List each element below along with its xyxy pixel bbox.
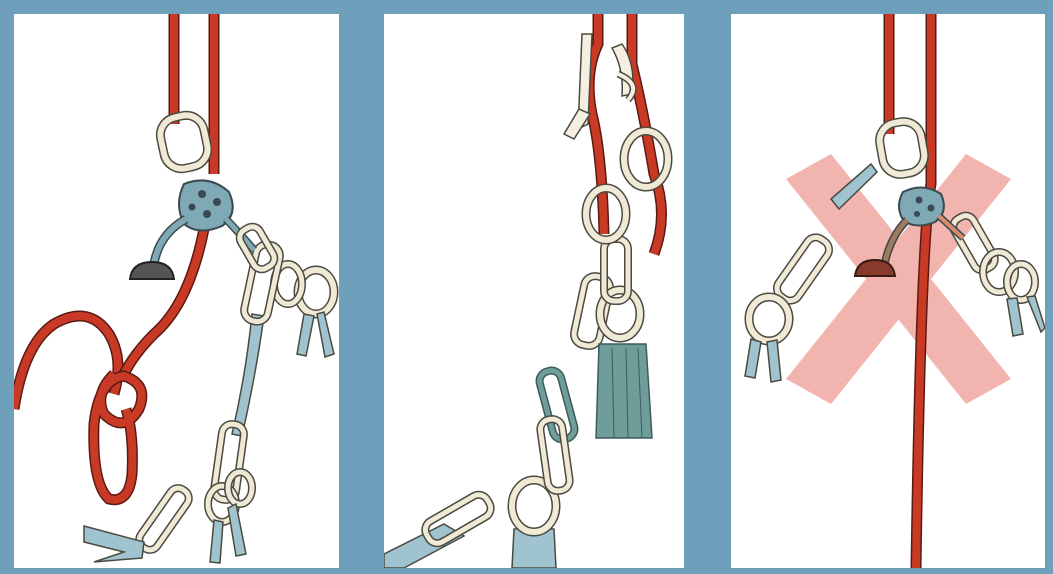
tassel-sling xyxy=(596,344,652,438)
belay-device xyxy=(130,180,278,279)
panel-3 xyxy=(731,14,1045,568)
forbidden-x-mark xyxy=(786,154,1011,404)
anchor-chain-right xyxy=(274,264,334,357)
lower-slings xyxy=(384,480,556,568)
loose-rope-with-knot xyxy=(14,229,204,500)
panel-1 xyxy=(14,14,339,568)
anchor-rings xyxy=(564,14,668,254)
panel-2-illustration xyxy=(384,14,684,568)
master-carabiner xyxy=(157,112,211,172)
panel-1-illustration xyxy=(14,14,339,568)
master-carabiner xyxy=(877,119,927,178)
panel-3-illustration xyxy=(731,14,1045,568)
panel-2 xyxy=(384,14,684,568)
